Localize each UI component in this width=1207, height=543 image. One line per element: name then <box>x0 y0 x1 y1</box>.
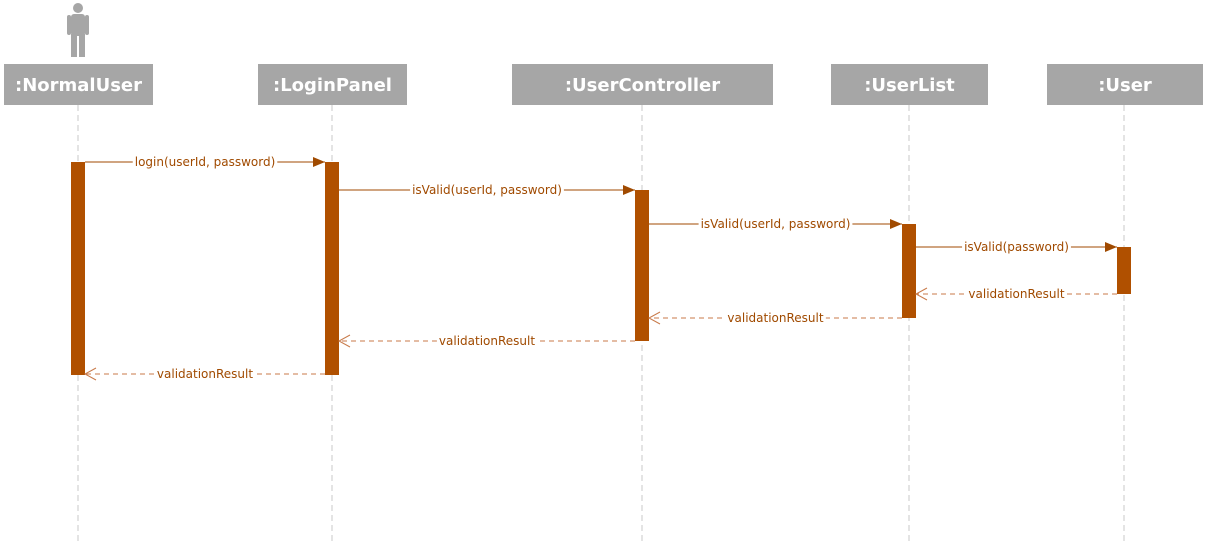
call-message-0: login(userId, password) <box>85 155 325 169</box>
message-label-background <box>132 155 278 169</box>
activations <box>71 162 1131 375</box>
message-label-background <box>410 183 564 197</box>
actor <box>67 3 89 57</box>
call-message-3: isValid(password) <box>916 240 1117 254</box>
lifeline-name: :User <box>1098 75 1152 96</box>
return-message-7: validationResult <box>83 367 325 381</box>
open-arrowhead-icon <box>914 287 928 301</box>
lifeline-user-list: :UserList <box>831 64 988 543</box>
message-label-background <box>436 334 538 348</box>
lifeline-name: :LoginPanel <box>273 75 392 96</box>
message-label: validationResult <box>157 367 253 381</box>
open-arrowhead-icon <box>83 367 97 381</box>
lifeline-name: :UserList <box>864 75 955 96</box>
filled-arrowhead-icon <box>313 157 325 167</box>
message-label-background <box>698 217 853 231</box>
person-right-arm <box>85 15 89 35</box>
filled-arrowhead-icon <box>1105 242 1117 252</box>
activation-bar-login-panel <box>325 162 339 375</box>
call-message-1: isValid(userId, password) <box>339 183 635 197</box>
person-right-leg <box>79 34 85 57</box>
message-label: validationResult <box>727 311 823 325</box>
open-arrowhead-icon <box>337 334 351 348</box>
person-body <box>71 14 85 36</box>
lifeline-normal-user: :NormalUser <box>4 64 153 543</box>
call-message-2: isValid(userId, password) <box>649 217 902 231</box>
person-head <box>73 3 83 13</box>
activation-bar-user <box>1117 247 1131 294</box>
message-label: login(userId, password) <box>135 155 276 169</box>
activation-bar-normal-user <box>71 162 85 375</box>
message-label: isValid(userId, password) <box>701 217 851 231</box>
return-message-5: validationResult <box>647 311 902 325</box>
person-icon <box>67 3 89 57</box>
message-label-background <box>725 311 826 325</box>
message-label-background <box>966 287 1067 301</box>
lifelines: :NormalUser :LoginPanel :UserController :Us… <box>4 64 1203 543</box>
open-arrowhead-icon <box>647 311 661 325</box>
filled-arrowhead-icon <box>623 185 635 195</box>
messages: login(userId, password) isValid(userId, p… <box>83 155 1117 381</box>
message-label-background <box>962 240 1071 254</box>
message-label: validationResult <box>968 287 1064 301</box>
activation-bar-user-list <box>902 224 916 318</box>
message-label: isValid(userId, password) <box>412 183 562 197</box>
lifeline-user-controller: :UserController <box>512 64 773 543</box>
person-left-arm <box>67 15 71 35</box>
lifeline-user: :User <box>1047 64 1203 543</box>
activation-bar-user-controller <box>635 190 649 341</box>
filled-arrowhead-icon <box>890 219 902 229</box>
lifeline-header <box>512 64 773 105</box>
lifeline-header <box>258 64 407 105</box>
lifeline-name: :NormalUser <box>15 75 142 96</box>
message-label: isValid(password) <box>964 240 1069 254</box>
person-left-leg <box>71 34 77 57</box>
return-message-4: validationResult <box>914 287 1117 301</box>
lifeline-name: :UserController <box>565 75 720 96</box>
message-label: validationResult <box>439 334 535 348</box>
lifeline-header <box>831 64 988 105</box>
return-message-6: validationResult <box>337 334 635 348</box>
message-label-background <box>154 367 256 381</box>
lifeline-header <box>4 64 153 105</box>
lifeline-header <box>1047 64 1203 105</box>
